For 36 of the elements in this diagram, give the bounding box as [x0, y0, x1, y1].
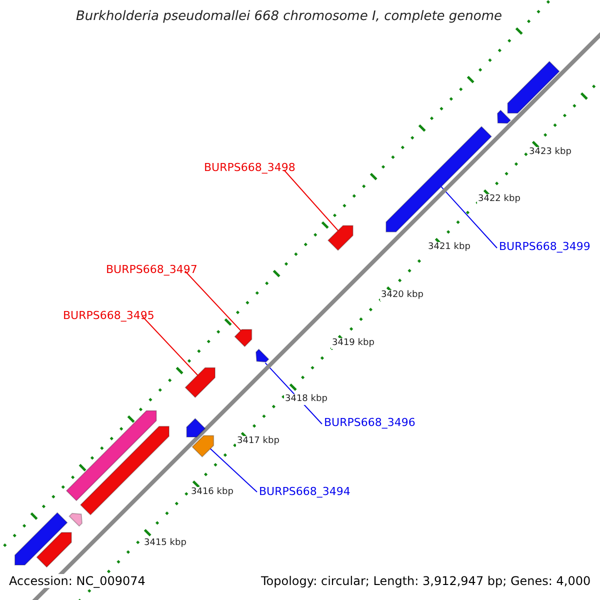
scale-label: 3421 kbp [427, 242, 472, 253]
gene-block [14, 512, 68, 566]
scale-label: 3419 kbp [331, 338, 376, 349]
gene-block [68, 512, 83, 527]
scale-label: 3418 kbp [284, 394, 328, 405]
scale-label: 3415 kbp [143, 538, 188, 549]
scale-label: 3416 kbp [190, 487, 234, 498]
gene-block [234, 329, 252, 348]
gene-block [255, 348, 270, 363]
info-text: Accession: NC_009074 [8, 574, 146, 588]
gene-block [36, 532, 72, 568]
gene-label: BURPS668_3495 [63, 309, 154, 322]
gene-block [507, 60, 560, 114]
gene-block [80, 426, 170, 516]
title: Burkholderia pseudomallei 668 chromosome I, complete genome [76, 9, 502, 25]
gene-label: BURPS668_3497 [106, 263, 198, 276]
scale-label: 3423 kbp [528, 147, 572, 158]
leader-line [210, 448, 258, 492]
scale-label: 3422 kbp [477, 194, 522, 205]
gene-block [327, 225, 354, 251]
gene-label: BURPS668_3499 [499, 240, 590, 254]
gene-label: BURPS668_3498 [204, 161, 296, 174]
gene-block [184, 367, 216, 398]
leader-line [284, 170, 338, 231]
gene-label: BURPS668_3496 [324, 416, 416, 430]
scale-label: 3420 kbp [380, 290, 424, 301]
info-text: Topology: circular; Length: 3,912,947 bp; Genes: 4,000 [260, 574, 592, 588]
leader-line [142, 316, 198, 376]
gene-block [192, 435, 214, 458]
scale-label: 3417 kbp [236, 436, 280, 447]
gene-block [186, 418, 206, 438]
gene-label: BURPS668_3494 [259, 485, 350, 498]
gene-block [497, 110, 512, 124]
leader-line [184, 270, 242, 332]
leader-line [440, 186, 498, 248]
gene-block [66, 410, 157, 502]
